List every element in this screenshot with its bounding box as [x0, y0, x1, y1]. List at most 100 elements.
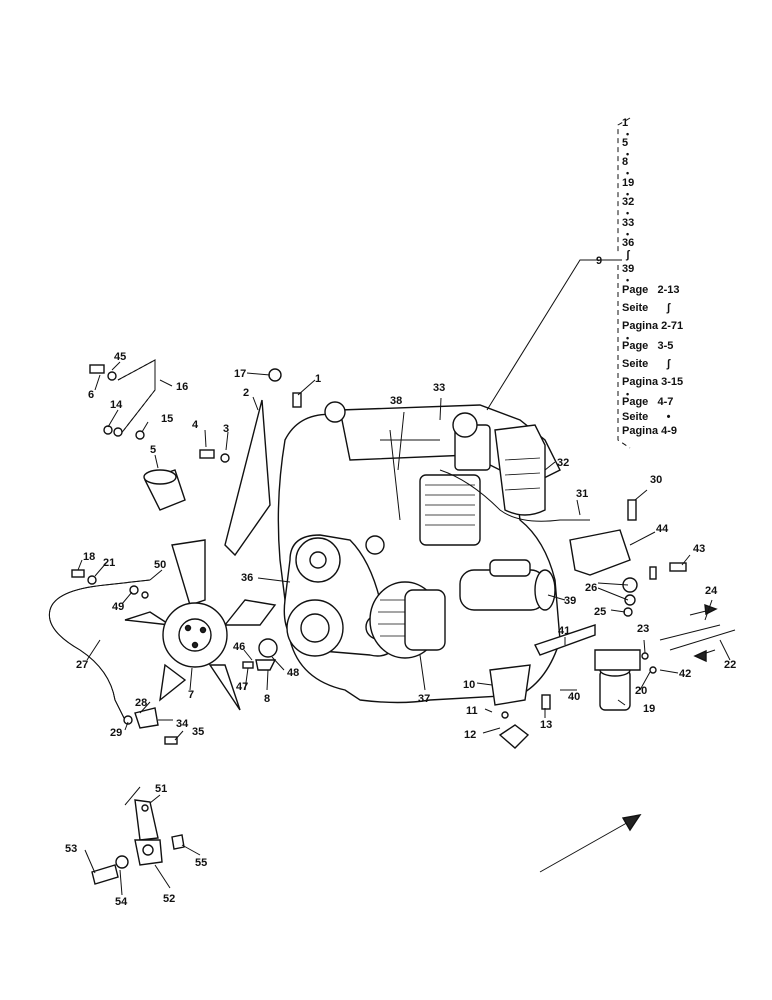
page-ref-9-label: Pagina: [622, 425, 659, 437]
ref-part-5: 5: [622, 137, 629, 149]
callout-38: 38: [390, 395, 402, 407]
starter-motor: [459, 559, 556, 611]
callout-29: 29: [110, 727, 122, 739]
ref-part-1: 1: [622, 117, 629, 129]
page-ref-8-label: Seite: [622, 411, 649, 423]
page-ref-2: Seite ʃ: [622, 302, 670, 314]
bullet-6: •: [626, 229, 630, 239]
callout-41: 41: [558, 625, 570, 637]
small-parts: [71, 364, 687, 749]
callout-36: 36: [241, 572, 253, 584]
page-ref-8: Seite •: [622, 411, 671, 423]
page-ref-4-label: Page: [622, 340, 649, 352]
callout-7: 7: [188, 689, 194, 701]
callout-20: 20: [635, 685, 647, 697]
detail-bracket: [91, 799, 185, 885]
alternator: [369, 581, 446, 659]
ref-range-mark: ʃ: [626, 249, 630, 261]
callout-17: 17: [234, 368, 246, 380]
callout-30: 30: [650, 474, 662, 486]
page-ref-3: Pagina 2-71: [622, 320, 683, 332]
direction-arrow: [539, 819, 633, 873]
bullet-9: •: [626, 389, 630, 399]
callout-34: 34: [176, 718, 189, 730]
callout-27: 27: [76, 659, 88, 671]
callout-14: 14: [110, 399, 123, 411]
callout-45: 45: [114, 351, 126, 363]
callout-47: 47: [236, 681, 248, 693]
callout-23: 23: [637, 623, 649, 635]
bullet-8: •: [626, 333, 630, 343]
ref-part-33: 33: [622, 217, 635, 229]
callout-43: 43: [693, 543, 705, 555]
bullet-4: •: [626, 189, 630, 199]
page-ref-5-value: ʃ: [666, 358, 671, 370]
callout-16: 16: [176, 381, 188, 393]
callout-33: 33: [433, 382, 445, 394]
page-ref-9: Pagina 4-9: [622, 425, 677, 437]
callout-19: 19: [643, 703, 655, 715]
callout-25: 25: [594, 606, 606, 618]
callout-32: 32: [557, 457, 569, 469]
page-ref-2-value: ʃ: [666, 302, 671, 314]
callout-44: 44: [656, 523, 669, 535]
callout-labels: 1 2 3 4 5 6 7 8 9 10 11 12 13 14 15 16 1…: [65, 255, 736, 908]
callout-8: 8: [264, 693, 270, 705]
page-ref-6-value: 3-15: [661, 376, 684, 388]
hose: [48, 579, 151, 721]
bullet-1: •: [626, 129, 630, 139]
page-ref-7-value: 4-7: [657, 396, 674, 408]
callout-39: 39: [564, 595, 576, 607]
callout-13: 13: [540, 719, 552, 731]
page-ref-5-label: Seite: [622, 358, 649, 370]
bullet-3: •: [626, 168, 630, 178]
callout-22: 22: [724, 659, 736, 671]
callout-11: 11: [466, 705, 478, 717]
page-ref-7: Page 4-7: [622, 396, 673, 408]
callout-2: 2: [243, 387, 249, 399]
callout-53: 53: [65, 843, 77, 855]
callout-50: 50: [154, 559, 166, 571]
page-ref-1-value: 2-13: [657, 284, 680, 296]
callout-3: 3: [223, 423, 229, 435]
callout-21: 21: [103, 557, 115, 569]
page-ref-6-label: Pagina: [622, 376, 659, 388]
callout-49: 49: [112, 601, 124, 613]
callout-52: 52: [163, 893, 175, 905]
callout-55: 55: [195, 857, 207, 869]
cooling-fan: [124, 539, 277, 711]
callout-18: 18: [83, 551, 95, 563]
callout-24: 24: [705, 585, 718, 597]
callout-42: 42: [679, 668, 691, 680]
page-ref-3-label: Pagina: [622, 320, 659, 332]
callout-26: 26: [585, 582, 597, 594]
bullet-5: •: [626, 208, 630, 218]
callout-6: 6: [88, 389, 94, 401]
page-ref-7-label: Page: [622, 396, 649, 408]
page-ref-1-label: Page: [622, 284, 649, 296]
callout-28: 28: [135, 697, 147, 709]
callout-40: 40: [568, 691, 580, 703]
page-ref-9-value: 4-9: [661, 425, 678, 437]
leader-lines: [77, 259, 731, 896]
bullet-7: •: [626, 275, 630, 285]
page-ref-3-value: 2-71: [661, 320, 684, 332]
ref-part-32: 32: [622, 196, 635, 208]
callout-1: 1: [315, 373, 321, 385]
oil-filter: [143, 469, 186, 511]
ref-part-8: 8: [622, 156, 629, 168]
callout-54: 54: [115, 896, 128, 908]
callout-12: 12: [464, 729, 476, 741]
bullet-2: •: [626, 149, 630, 159]
chain-strap: [117, 359, 156, 436]
page-ref-4: Page 3-5: [622, 340, 673, 352]
page-ref-8-value: •: [666, 411, 671, 423]
callout-37: 37: [418, 693, 430, 705]
callout-5: 5: [150, 444, 156, 456]
page-ref-4-value: 3-5: [657, 340, 674, 352]
callout-10: 10: [463, 679, 475, 691]
right-parts: [489, 529, 736, 711]
callout-31: 31: [576, 488, 588, 500]
callout-46: 46: [233, 641, 245, 653]
